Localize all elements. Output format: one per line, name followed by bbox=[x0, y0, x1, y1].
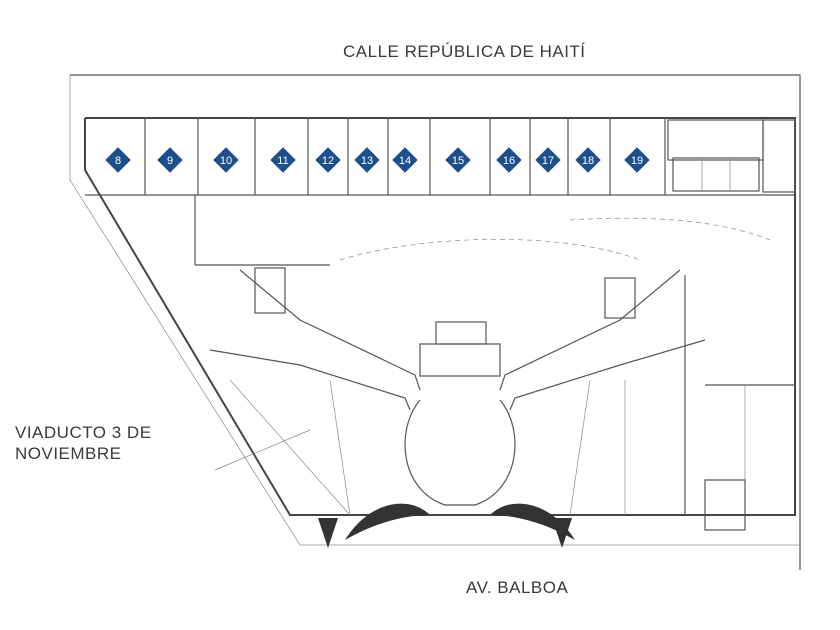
lot-diamond bbox=[445, 147, 471, 173]
lot-number: 9 bbox=[167, 155, 173, 167]
lot-marker-11[interactable]: 11 bbox=[270, 147, 296, 173]
street-label-south: AV. BALBOA bbox=[466, 578, 569, 597]
lot-number: 16 bbox=[503, 155, 515, 167]
street-label-west: VIADUCTO 3 DE NOVIEMBRE bbox=[15, 422, 152, 464]
lot-diamond bbox=[354, 147, 380, 173]
lot-number: 10 bbox=[220, 155, 232, 167]
street-label-north: CALLE REPÚBLICA DE HAITÍ bbox=[343, 42, 586, 61]
lower-shop-partitions bbox=[214, 275, 795, 531]
lot-number: 15 bbox=[452, 155, 464, 167]
street-label-west-line2: NOVIEMBRE bbox=[15, 444, 122, 463]
lot-diamond bbox=[392, 147, 418, 173]
lot-diamond bbox=[496, 147, 522, 173]
lot-number: 14 bbox=[399, 155, 411, 167]
lot-marker-17[interactable]: 17 bbox=[535, 147, 561, 173]
lot-number: 17 bbox=[542, 155, 554, 167]
lot-marker-8[interactable]: 8 bbox=[105, 147, 131, 173]
lot-marker-18[interactable]: 18 bbox=[575, 147, 601, 173]
lot-marker-19[interactable]: 19 bbox=[624, 147, 650, 173]
lot-marker-12[interactable]: 12 bbox=[315, 147, 341, 173]
lot-marker-13[interactable]: 13 bbox=[354, 147, 380, 173]
lot-number: 11 bbox=[277, 155, 288, 167]
lot-diamond bbox=[270, 147, 296, 173]
property-line bbox=[69, 74, 801, 570]
building-outline bbox=[84, 117, 796, 516]
lot-number: 13 bbox=[361, 155, 373, 167]
lot-marker-15[interactable]: 15 bbox=[445, 147, 471, 173]
service-rooms bbox=[667, 119, 796, 193]
lot-number: 8 bbox=[115, 155, 121, 167]
lot-number: 19 bbox=[631, 155, 643, 167]
central-wings bbox=[209, 267, 706, 506]
lot-diamond bbox=[535, 147, 561, 173]
lot-diamond bbox=[315, 147, 341, 173]
shop-partitions bbox=[144, 118, 666, 195]
lot-marker-10[interactable]: 10 bbox=[213, 147, 239, 173]
lot-marker-16[interactable]: 16 bbox=[496, 147, 522, 173]
lot-diamond bbox=[624, 147, 650, 173]
entrance-ornaments bbox=[318, 503, 575, 548]
lot-diamond bbox=[575, 147, 601, 173]
lot-number: 12 bbox=[322, 155, 334, 167]
lot-number: 18 bbox=[582, 155, 594, 167]
lot-marker-14[interactable]: 14 bbox=[392, 147, 418, 173]
parking-aisle bbox=[339, 217, 771, 261]
street-label-west-line1: VIADUCTO 3 DE bbox=[15, 423, 152, 442]
lot-marker-9[interactable]: 9 bbox=[157, 147, 183, 173]
